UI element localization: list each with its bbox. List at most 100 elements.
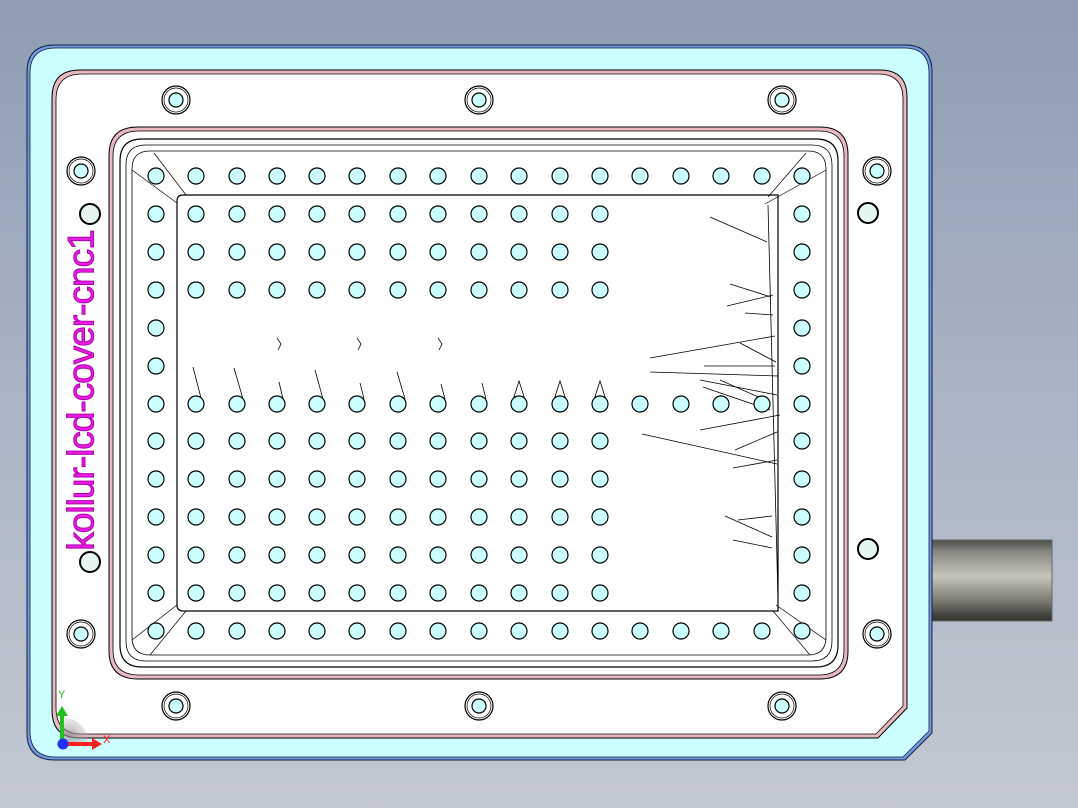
grid-hole[interactable] <box>389 205 407 223</box>
grid-hole[interactable] <box>308 432 326 450</box>
grid-hole[interactable] <box>793 395 811 413</box>
grid-hole[interactable] <box>470 395 488 413</box>
grid-hole[interactable] <box>389 622 407 640</box>
grid-hole[interactable] <box>228 167 246 185</box>
grid-hole[interactable] <box>268 584 286 602</box>
counterbore-hole[interactable] <box>66 619 96 649</box>
grid-hole[interactable] <box>147 205 165 223</box>
hole-grid[interactable] <box>147 167 811 640</box>
grid-hole[interactable] <box>147 508 165 526</box>
grid-hole[interactable] <box>429 205 447 223</box>
grid-hole[interactable] <box>348 243 366 261</box>
grid-hole[interactable] <box>793 508 811 526</box>
grid-hole[interactable] <box>753 395 771 413</box>
counterbore-hole[interactable] <box>767 85 797 115</box>
grid-hole[interactable] <box>793 281 811 299</box>
grid-hole[interactable] <box>268 281 286 299</box>
grid-hole[interactable] <box>712 622 730 640</box>
grid-hole[interactable] <box>348 281 366 299</box>
grid-hole[interactable] <box>470 281 488 299</box>
grid-hole[interactable] <box>793 243 811 261</box>
grid-hole[interactable] <box>187 167 205 185</box>
grid-hole[interactable] <box>591 167 609 185</box>
grid-hole[interactable] <box>672 622 690 640</box>
counterbore-hole[interactable] <box>161 85 191 115</box>
grid-hole[interactable] <box>187 281 205 299</box>
grid-hole[interactable] <box>187 546 205 564</box>
grid-hole[interactable] <box>147 432 165 450</box>
grid-hole[interactable] <box>510 546 528 564</box>
grid-hole[interactable] <box>591 205 609 223</box>
grid-hole[interactable] <box>348 395 366 413</box>
grid-hole[interactable] <box>147 395 165 413</box>
grid-hole[interactable] <box>348 546 366 564</box>
grid-hole[interactable] <box>591 243 609 261</box>
grid-hole[interactable] <box>389 281 407 299</box>
grid-hole[interactable] <box>510 205 528 223</box>
grid-hole[interactable] <box>470 167 488 185</box>
grid-hole[interactable] <box>429 395 447 413</box>
grid-hole[interactable] <box>308 243 326 261</box>
grid-hole[interactable] <box>631 622 649 640</box>
grid-hole[interactable] <box>672 395 690 413</box>
grid-hole[interactable] <box>228 243 246 261</box>
grid-hole[interactable] <box>470 584 488 602</box>
grid-hole[interactable] <box>268 167 286 185</box>
grid-hole[interactable] <box>551 395 569 413</box>
counterbore-hole[interactable] <box>161 691 191 721</box>
grid-hole[interactable] <box>793 319 811 337</box>
grid-hole[interactable] <box>631 395 649 413</box>
grid-hole[interactable] <box>308 584 326 602</box>
grid-hole[interactable] <box>147 470 165 488</box>
grid-hole[interactable] <box>228 205 246 223</box>
grid-hole[interactable] <box>228 546 246 564</box>
grid-hole[interactable] <box>429 584 447 602</box>
grid-hole[interactable] <box>147 357 165 375</box>
grid-hole[interactable] <box>470 470 488 488</box>
counterbore-hole[interactable] <box>767 691 797 721</box>
grid-hole[interactable] <box>793 432 811 450</box>
grid-hole[interactable] <box>672 167 690 185</box>
grid-hole[interactable] <box>228 470 246 488</box>
grid-hole[interactable] <box>470 432 488 450</box>
grid-hole[interactable] <box>147 243 165 261</box>
grid-hole[interactable] <box>187 508 205 526</box>
grid-hole[interactable] <box>187 622 205 640</box>
grid-hole[interactable] <box>308 546 326 564</box>
grid-hole[interactable] <box>348 205 366 223</box>
grid-hole[interactable] <box>308 622 326 640</box>
grid-hole[interactable] <box>348 470 366 488</box>
plain-hole[interactable] <box>79 551 101 573</box>
grid-hole[interactable] <box>551 546 569 564</box>
grid-hole[interactable] <box>510 243 528 261</box>
grid-hole[interactable] <box>470 508 488 526</box>
grid-hole[interactable] <box>389 508 407 526</box>
grid-hole[interactable] <box>551 622 569 640</box>
grid-hole[interactable] <box>591 470 609 488</box>
grid-hole[interactable] <box>389 584 407 602</box>
plain-hole[interactable] <box>857 202 879 224</box>
grid-hole[interactable] <box>228 395 246 413</box>
grid-hole[interactable] <box>389 470 407 488</box>
grid-hole[interactable] <box>228 281 246 299</box>
grid-hole[interactable] <box>510 281 528 299</box>
grid-hole[interactable] <box>793 205 811 223</box>
grid-hole[interactable] <box>429 167 447 185</box>
grid-hole[interactable] <box>187 205 205 223</box>
grid-hole[interactable] <box>187 395 205 413</box>
grid-hole[interactable] <box>429 622 447 640</box>
grid-hole[interactable] <box>591 622 609 640</box>
grid-hole[interactable] <box>631 167 649 185</box>
grid-hole[interactable] <box>147 622 165 640</box>
grid-hole[interactable] <box>268 470 286 488</box>
mounting-holes[interactable] <box>66 85 892 721</box>
grid-hole[interactable] <box>470 243 488 261</box>
grid-hole[interactable] <box>389 243 407 261</box>
plain-hole[interactable] <box>857 538 879 560</box>
grid-hole[interactable] <box>348 432 366 450</box>
grid-hole[interactable] <box>793 167 811 185</box>
cylinder-boss[interactable] <box>929 539 1053 622</box>
grid-hole[interactable] <box>753 622 771 640</box>
grid-hole[interactable] <box>793 470 811 488</box>
